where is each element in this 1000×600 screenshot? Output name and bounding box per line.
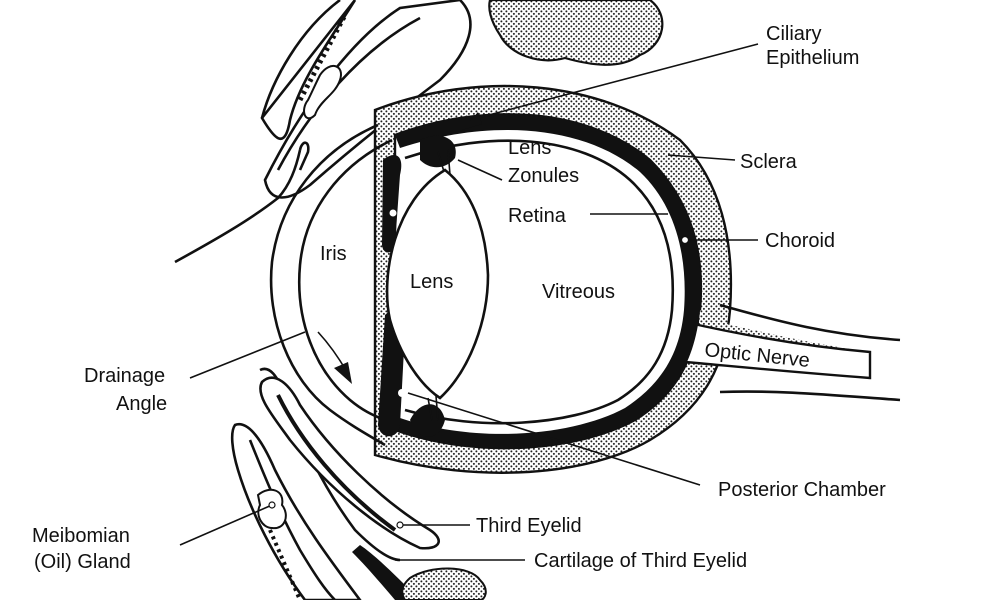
label-lens-zonules-line2: Zonules [508,165,579,187]
label-third-eyelid: Third Eyelid [476,515,582,537]
ciliary-body [420,135,456,168]
label-ciliary-epithelium-line2: Epithelium [766,47,859,69]
drainage-arrow [317,331,352,384]
upper-eyelid [174,0,472,264]
label-choroid: Choroid [765,230,835,252]
label-iris: Iris [320,243,347,265]
label-sclera: Sclera [740,151,798,173]
iris-shape [382,155,402,253]
label-lens: Lens [410,271,453,293]
label-posterior-chamber: Posterior Chamber [718,479,886,501]
lower-eyelid [230,367,440,600]
label-meibomian-gland-line1: Meibomian [32,525,130,547]
label-lens-zonules-line1: Lens [508,137,551,159]
ciliary-arrow [462,43,759,130]
lens-shape [385,168,490,400]
cornea [269,123,386,447]
lacrimal-gland [488,0,664,66]
retina-layer [404,139,675,425]
label-drainage-angle-line2: Angle [116,393,167,415]
label-drainage-angle-line1: Drainage [84,365,165,387]
label-retina: Retina [508,205,567,227]
label-meibomian-gland-line2: (Oil) Gland [34,551,131,573]
leader-lines [179,154,758,561]
label-cartilage-third-eyelid: Cartilage of Third Eyelid [534,550,747,572]
lower-gland [401,567,487,600]
optic-nerve-shape [683,303,901,402]
label-ciliary-epithelium-line1: Ciliary [766,23,822,45]
label-vitreous: Vitreous [542,281,615,303]
